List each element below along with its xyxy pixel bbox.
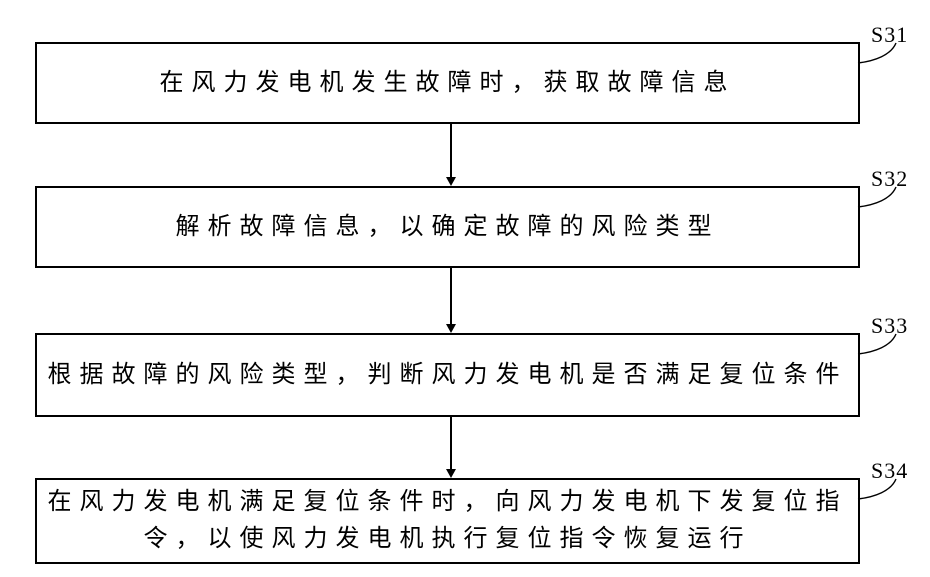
ref-leader-curve-s31 bbox=[857, 42, 897, 64]
ref-leader-curve-s33 bbox=[857, 333, 897, 355]
flow-arrow-3 bbox=[446, 417, 456, 478]
ref-leader-curve-s34 bbox=[857, 478, 897, 500]
step-text-s31: 在风力发电机发生故障时，获取故障信息 bbox=[159, 69, 736, 96]
step-ref-s32: S32 bbox=[871, 166, 909, 191]
flow-arrow-1 bbox=[446, 124, 456, 186]
step-box-s34: 在风力发电机满足复位条件时，向风力发电机下发复位指令，以使风力发电机执行复位指令… bbox=[35, 478, 860, 564]
arrow-head-icon bbox=[446, 177, 456, 186]
step-ref-s33: S33 bbox=[871, 313, 909, 338]
ref-leader-curve-s32 bbox=[857, 186, 897, 208]
step-ref-s34: S34 bbox=[871, 458, 909, 483]
step-box-s31: 在风力发电机发生故障时，获取故障信息 bbox=[35, 42, 860, 124]
arrow-head-icon bbox=[446, 324, 456, 333]
step-ref-s31: S31 bbox=[871, 22, 909, 47]
step-text-s32: 解析故障信息，以确定故障的风险类型 bbox=[175, 213, 720, 240]
arrow-shaft bbox=[450, 417, 452, 469]
step-box-s33: 根据故障的风险类型，判断风力发电机是否满足复位条件 bbox=[35, 333, 860, 417]
arrow-shaft bbox=[450, 268, 452, 324]
step-box-s32: 解析故障信息，以确定故障的风险类型 bbox=[35, 186, 860, 268]
arrow-shaft bbox=[450, 124, 452, 177]
arrow-head-icon bbox=[446, 469, 456, 478]
step-text-s34: 在风力发电机满足复位条件时，向风力发电机下发复位指令，以使风力发电机执行复位指令… bbox=[47, 489, 848, 552]
flow-arrow-2 bbox=[446, 268, 456, 333]
step-text-s33: 根据故障的风险类型，判断风力发电机是否满足复位条件 bbox=[47, 361, 848, 388]
